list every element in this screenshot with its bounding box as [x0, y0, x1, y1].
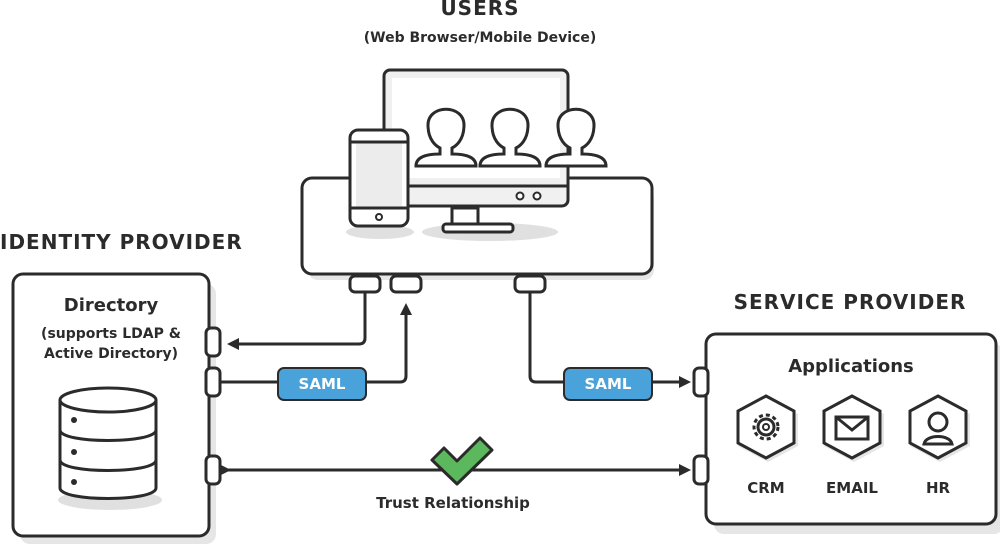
saml-badge-right: SAML	[563, 367, 653, 401]
saml-badge-left: SAML	[277, 367, 367, 401]
check-icon	[430, 436, 494, 486]
users-title: USERS	[440, 0, 520, 20]
user-icon	[478, 107, 542, 168]
database-icon	[58, 386, 162, 510]
user-icon	[544, 107, 608, 168]
service-provider-title: SERVICE PROVIDER	[733, 290, 967, 314]
users-subtitle: (Web Browser/Mobile Device)	[363, 30, 597, 46]
app-label-hr: HR	[925, 479, 951, 497]
user-icon	[414, 107, 478, 168]
gear-icon	[736, 394, 798, 462]
envelope-icon	[822, 394, 884, 462]
directory-title: Directory	[63, 295, 159, 316]
directory-note-line2: Active Directory)	[44, 346, 178, 362]
app-label-email: EMAIL	[826, 479, 878, 497]
person-icon	[908, 394, 970, 462]
applications-title: Applications	[788, 356, 914, 377]
identity-provider-title: IDENTITY PROVIDER	[0, 230, 243, 254]
phone-icon	[346, 128, 414, 239]
trust-relationship-label: Trust Relationship	[376, 494, 530, 512]
app-label-crm: CRM	[747, 479, 785, 497]
directory-note-line1: (supports LDAP &	[41, 326, 181, 342]
